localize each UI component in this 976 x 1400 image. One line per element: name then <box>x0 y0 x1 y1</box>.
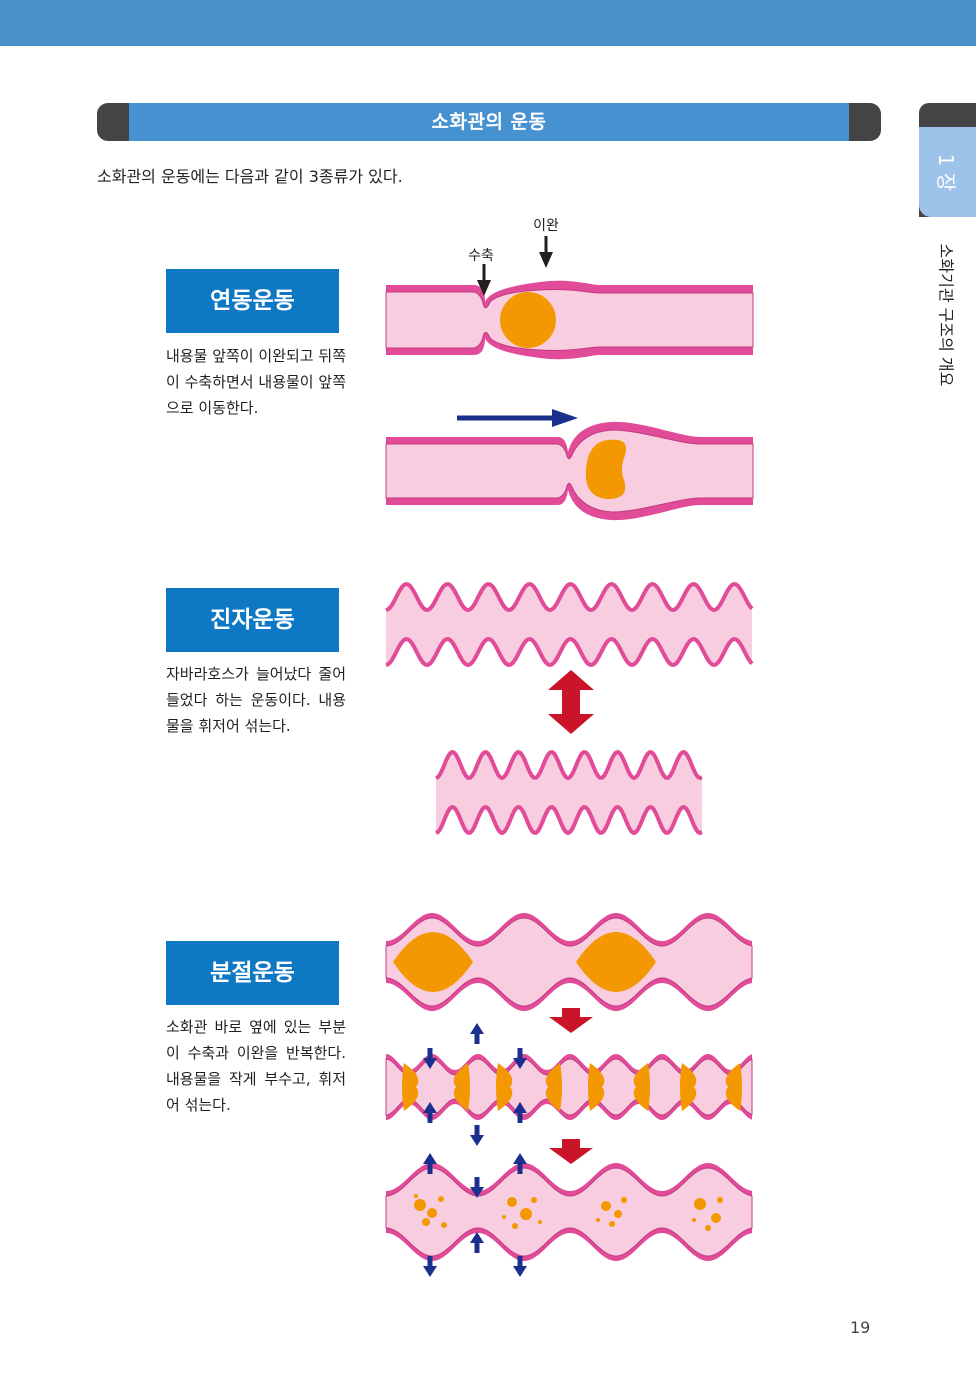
chapter-tab-fill <box>919 127 976 217</box>
motility-figure: 수축 이완 <box>385 218 754 1277</box>
content-particle <box>414 1194 418 1198</box>
chapter-tab[interactable]: 1 장 <box>919 103 976 217</box>
down-arrow <box>470 1177 484 1198</box>
segmentation-step-arrow-2 <box>549 1139 593 1164</box>
content-particle <box>596 1218 600 1222</box>
movement-direction-arrow <box>457 409 578 427</box>
relaxation-arrow <box>539 236 553 268</box>
content-fragment <box>402 1063 419 1111</box>
content-particle <box>438 1196 444 1202</box>
down-arrow <box>423 1256 437 1277</box>
up-arrow <box>423 1153 437 1174</box>
segmentation-tube-3 <box>385 1163 753 1261</box>
content-particle <box>717 1197 723 1203</box>
content-blob <box>393 932 473 992</box>
peristalsis-tube-2 <box>385 421 754 521</box>
content-fragment <box>545 1063 562 1111</box>
content-particle <box>694 1198 706 1210</box>
content-particle <box>502 1215 506 1219</box>
segmentation-tube-1 <box>385 913 753 1011</box>
up-arrow <box>513 1153 527 1174</box>
chapter-side-title: 소화기관 구조의 개요 <box>919 220 976 410</box>
up-arrow <box>423 1102 437 1123</box>
content-particle <box>711 1213 721 1223</box>
label-relaxation: 이완 <box>533 218 559 234</box>
content-particle <box>705 1225 711 1231</box>
segmentation-step-arrow-1 <box>549 1008 593 1033</box>
content-particle <box>520 1208 532 1220</box>
content-particle <box>422 1218 430 1226</box>
chapter-number: 1 장 <box>933 153 958 191</box>
intro-text: 소화관의 운동에는 다음과 같이 3종류가 있다. <box>97 167 403 186</box>
content-particle <box>692 1218 696 1222</box>
top-color-band <box>0 0 976 46</box>
label-segmentation: 분절운동 <box>166 941 339 1005</box>
title-bar-fill <box>129 103 849 141</box>
content-particle <box>427 1208 437 1218</box>
peristalsis-tube-1 <box>385 280 754 360</box>
section-title-bar: 소화관의 운동 <box>97 103 881 141</box>
content-particle <box>531 1197 537 1203</box>
content-fragment <box>588 1063 605 1111</box>
content-particle <box>441 1222 447 1228</box>
content-fragment <box>496 1063 513 1111</box>
content-particle <box>538 1220 542 1224</box>
content-particle <box>507 1197 517 1207</box>
content-fragment <box>453 1063 470 1111</box>
content-particle <box>512 1223 518 1229</box>
down-arrow <box>423 1048 437 1069</box>
content-fragment <box>725 1063 742 1111</box>
down-arrow <box>470 1125 484 1146</box>
label-peristalsis: 연동운동 <box>166 269 339 333</box>
content-fragment <box>680 1063 697 1111</box>
up-arrow <box>470 1232 484 1253</box>
label-pendular: 진자운동 <box>166 588 339 652</box>
section-title: 소화관의 운동 <box>431 111 547 133</box>
down-arrow <box>513 1048 527 1069</box>
content-particle <box>609 1221 615 1227</box>
contraction-arrow <box>477 264 491 296</box>
segmentation-tube-2 <box>385 1054 753 1120</box>
chapter-side-title-text: 소화기관 구조의 개요 <box>936 243 956 387</box>
desc-peristalsis: 내용물 앞쪽이 이완되고 뒤쪽이 수축하면서 내용물이 앞쪽으로 이동한다. <box>166 347 346 417</box>
up-arrow <box>513 1102 527 1123</box>
pendular-tube-2 <box>435 749 703 836</box>
pendular-double-arrow <box>548 670 594 734</box>
content-blob <box>576 932 656 992</box>
force-arrows <box>423 1023 527 1277</box>
content-particle <box>601 1201 611 1211</box>
content-particle <box>614 1210 622 1218</box>
desc-pendular: 자바라호스가 늘어났다 줄어들었다 하는 운동이다. 내용물을 휘저어 섞는다. <box>166 665 346 735</box>
content-particle <box>414 1199 426 1211</box>
pendular-tube-1 <box>385 581 754 668</box>
content-fragment <box>633 1063 650 1111</box>
page-number: 19 <box>850 1318 871 1337</box>
content-particle <box>621 1197 627 1203</box>
up-arrow <box>470 1023 484 1044</box>
desc-segmentation: 소화관 바로 옆에 있는 부분이 수축과 이완을 반복한다. 내용물을 작게 부… <box>166 1018 346 1114</box>
down-arrow <box>513 1256 527 1277</box>
label-contraction: 수축 <box>468 248 494 264</box>
